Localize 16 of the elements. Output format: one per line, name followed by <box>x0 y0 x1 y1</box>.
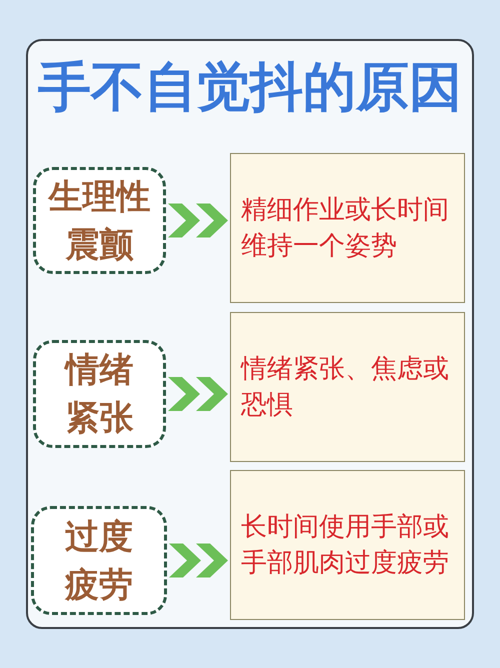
cause-box <box>230 312 465 462</box>
cause-box <box>230 153 465 303</box>
double-chevron-arrow <box>168 377 228 411</box>
cause-box <box>230 470 465 620</box>
dashed-rounded-box <box>33 167 166 274</box>
category-label: 生理性震颤 <box>46 176 152 266</box>
category-label: 情绪紧张 <box>63 349 134 440</box>
double-chevron-arrow <box>169 544 228 578</box>
dashed-rounded-box <box>33 340 166 448</box>
description-text: 情绪紧张、焦虑或恐惧 <box>241 353 450 422</box>
category-label: 过度疲劳 <box>64 516 134 606</box>
title: 手不自觉抖的原因 <box>37 58 463 118</box>
description-text: 长时间使用手部或手部肌肉过度疲劳 <box>241 511 450 580</box>
dashed-rounded-box <box>31 506 167 615</box>
double-chevron-arrow <box>168 204 228 238</box>
description-text: 精细作业或长时间维持一个姿势 <box>241 194 450 263</box>
